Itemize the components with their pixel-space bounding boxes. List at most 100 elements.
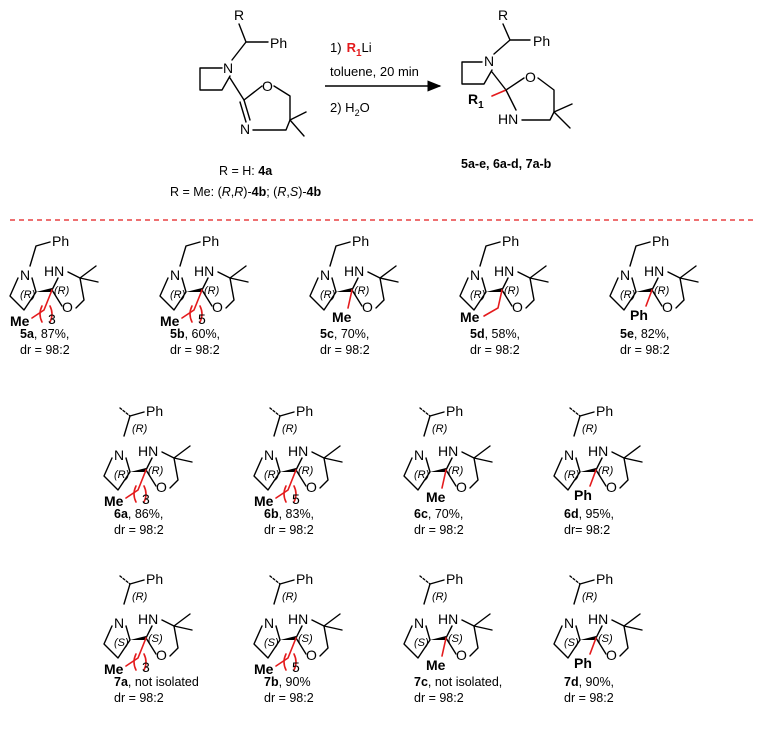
o-label: O bbox=[606, 479, 617, 495]
substituent-label: Me bbox=[254, 493, 274, 509]
reaction-arrow: 1)R1Li toluene, 20 min 2) H2O bbox=[325, 40, 442, 118]
compound-caption: 6b, 83%, bbox=[264, 507, 314, 521]
dr-label: dr= 98:2 bbox=[564, 523, 610, 537]
substituent-label: Me bbox=[426, 657, 446, 673]
o-label: O bbox=[512, 299, 523, 315]
dr-label: dr = 98:2 bbox=[264, 523, 314, 537]
r-label: R bbox=[234, 7, 244, 23]
stereo-label: (R) bbox=[354, 285, 370, 297]
stereo-label: (R) bbox=[132, 591, 148, 603]
stereo-label: (S) bbox=[564, 637, 579, 649]
stereo-label: (R) bbox=[470, 289, 486, 301]
ph-label: Ph bbox=[202, 233, 219, 249]
compound-caption: 6a, 86%, bbox=[114, 507, 163, 521]
svg-text:1)R1Li: 1)R1Li bbox=[330, 40, 372, 59]
n-label-2: N bbox=[240, 121, 250, 137]
dr-label: dr = 98:2 bbox=[114, 691, 164, 705]
dr-label: dr = 98:2 bbox=[264, 691, 314, 705]
dr-label: dr = 98:2 bbox=[20, 343, 70, 357]
repeat-count: 3 bbox=[48, 311, 56, 327]
substituent-label: Me bbox=[10, 313, 30, 329]
compound-caption: 7c, not isolated, bbox=[414, 675, 502, 689]
stereo-label: (R) bbox=[598, 465, 614, 477]
substituent-label: Me bbox=[460, 309, 480, 325]
ph-label: Ph bbox=[352, 233, 369, 249]
compound-caption: 7b, 90% bbox=[264, 675, 311, 689]
o-label: O bbox=[362, 299, 373, 315]
compound-caption: 7d, 90%, bbox=[564, 675, 614, 689]
stereo-label: (R) bbox=[414, 469, 430, 481]
stereo-label: (R) bbox=[448, 465, 464, 477]
o-label: O bbox=[456, 647, 467, 663]
substituent-label: Me bbox=[104, 661, 124, 677]
hn-label: HN bbox=[344, 263, 364, 279]
compound-caption: 5a, 87%, bbox=[20, 327, 69, 341]
n-label: N bbox=[20, 267, 30, 283]
ph-label: Ph bbox=[296, 571, 313, 587]
stereo-label: (S) bbox=[598, 633, 613, 645]
dr-label: dr = 98:2 bbox=[320, 343, 370, 357]
stereo-label: (S) bbox=[114, 637, 129, 649]
ph-label: Ph bbox=[146, 571, 163, 587]
ph-label: Ph bbox=[446, 403, 463, 419]
svg-text:R1: R1 bbox=[468, 91, 484, 111]
hn-label: HN bbox=[644, 263, 664, 279]
svg-text:HN: HN bbox=[498, 111, 518, 127]
hn-label: HN bbox=[44, 263, 64, 279]
start-caption: R = H: 4a R = Me: (R,R)-4b; (R,S)-4b bbox=[170, 164, 321, 199]
repeat-count: 3 bbox=[142, 659, 150, 675]
stereo-label: (R) bbox=[432, 423, 448, 435]
product-caption: 5a-e, 6a-d, 7a-b bbox=[461, 157, 552, 171]
stereo-label: (R) bbox=[170, 289, 186, 301]
o-label: O bbox=[456, 479, 467, 495]
substituent-label: Me bbox=[426, 489, 446, 505]
n-label: N bbox=[264, 615, 274, 631]
hn-label: HN bbox=[438, 611, 458, 627]
n-label: N bbox=[170, 267, 180, 283]
stereo-label: (R) bbox=[620, 289, 636, 301]
n-label: N bbox=[414, 447, 424, 463]
dr-label: dr = 98:2 bbox=[470, 343, 520, 357]
stereo-label: (R) bbox=[582, 591, 598, 603]
svg-text:R = Me: (R,R)-4b; (R,S)-4b: R = Me: (R,R)-4b; (R,S)-4b bbox=[170, 185, 321, 199]
general-product: R Ph N O R1 HN 5a-e, 6a-d, 7a-b bbox=[461, 7, 573, 171]
svg-text:2) H2O: 2) H2O bbox=[330, 100, 370, 118]
dr-label: dr = 98:2 bbox=[564, 691, 614, 705]
substituent-label: Ph bbox=[574, 487, 592, 503]
n-label: N bbox=[414, 615, 424, 631]
hn-label: HN bbox=[138, 611, 158, 627]
compound-caption: 6c, 70%, bbox=[414, 507, 463, 521]
stereo-label: (R) bbox=[564, 469, 580, 481]
stereo-label: (R) bbox=[20, 289, 36, 301]
o-label: O bbox=[156, 479, 167, 495]
o-label: O bbox=[262, 78, 273, 94]
ph-label: Ph bbox=[296, 403, 313, 419]
n-label: N bbox=[114, 615, 124, 631]
substituent-label: Me bbox=[104, 493, 124, 509]
n-label: N bbox=[114, 447, 124, 463]
o-label: O bbox=[156, 647, 167, 663]
stereo-label: (R) bbox=[148, 465, 164, 477]
stereo-label: (R) bbox=[504, 285, 520, 297]
compound-caption: 5b, 60%, bbox=[170, 327, 220, 341]
stereo-label: (S) bbox=[148, 633, 163, 645]
hn-label: HN bbox=[494, 263, 514, 279]
substituent-label: Ph bbox=[574, 655, 592, 671]
n-label: N bbox=[264, 447, 274, 463]
repeat-count: 5 bbox=[198, 311, 206, 327]
o-label: O bbox=[306, 647, 317, 663]
